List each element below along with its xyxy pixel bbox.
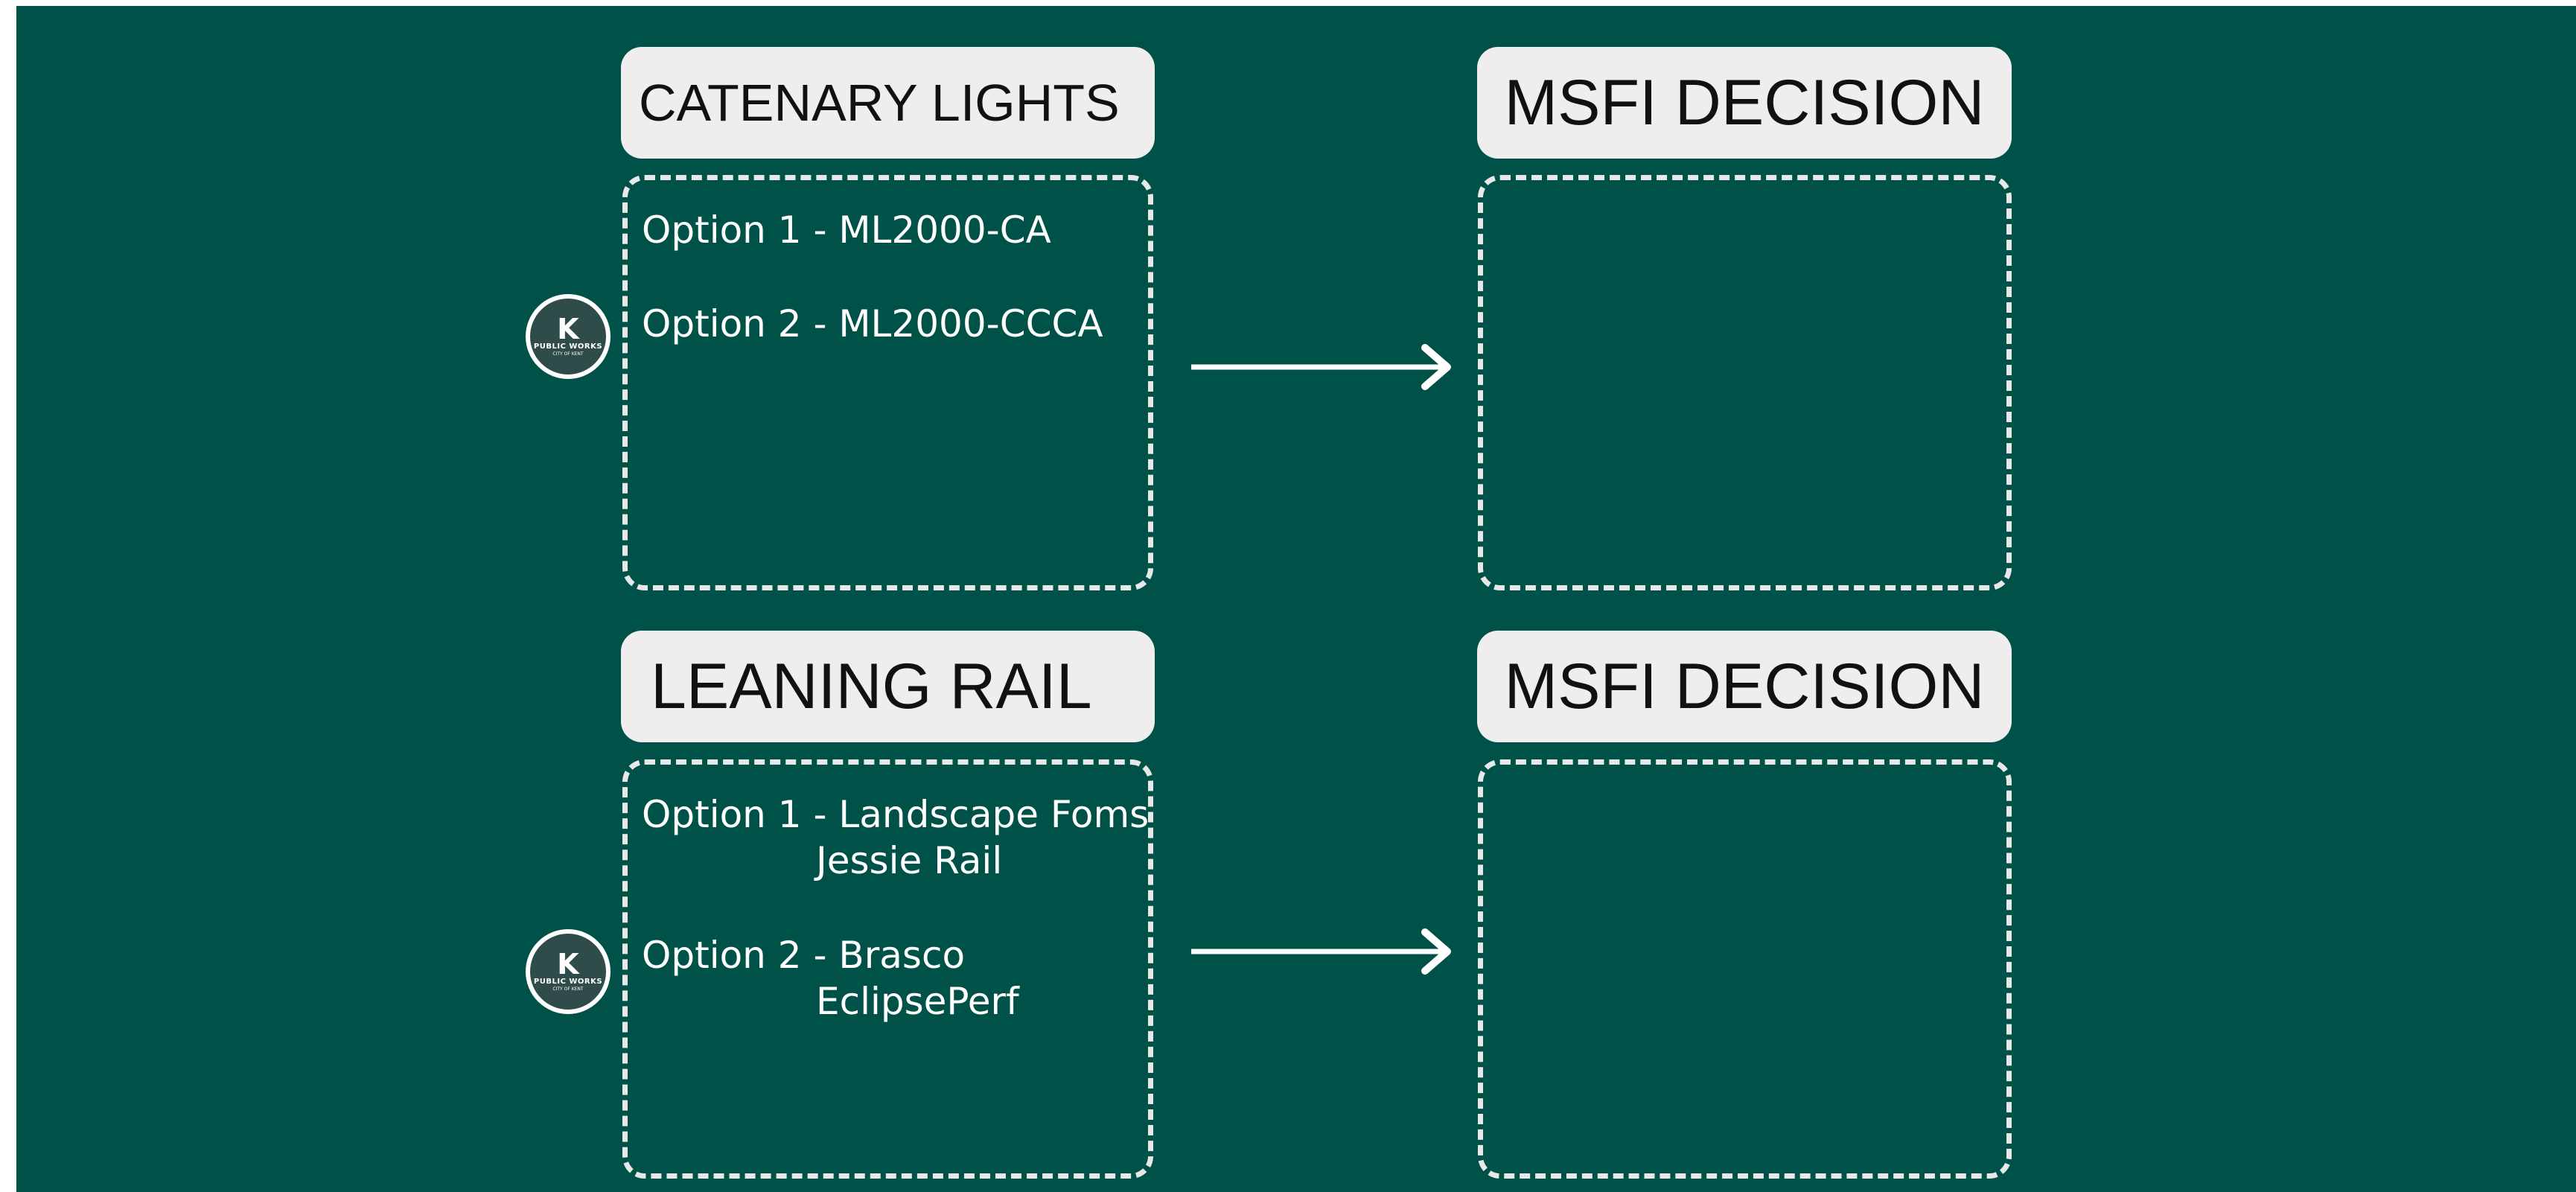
decision-title-1: MSFI DECISION	[1477, 47, 2012, 159]
option-text: Option 1 - ML2000-CA	[642, 208, 1051, 252]
public-works-logo-1: K PUBLIC WORKS CITY OF KENT	[526, 294, 610, 379]
category-title-catenary-lights: CATENARY LIGHTS	[621, 47, 1155, 159]
arrow-right-icon	[1191, 928, 1451, 975]
decision-title-text: MSFI DECISION	[1504, 650, 1985, 722]
option-text-continued: EclipsePerf	[816, 980, 1019, 1023]
option-text: Option 2 - ML2000-CCCA	[642, 302, 1103, 345]
options-box-2	[622, 759, 1153, 1179]
option-text-continued: Jessie Rail	[816, 839, 1003, 882]
category-title-text: CATENARY LIGHTS	[639, 74, 1120, 132]
options-box-1	[622, 175, 1153, 590]
decision-title-2: MSFI DECISION	[1477, 631, 2012, 742]
option-text: Option 1 - Landscape Foms	[642, 793, 1150, 836]
public-works-logo-2: K PUBLIC WORKS CITY OF KENT	[526, 929, 610, 1014]
diagram-canvas: CATENARY LIGHTS MSFI DECISION Option 1 -…	[16, 6, 2576, 1192]
option-2-leaning-rail: Option 2 - Brasco EclipsePerf	[642, 932, 1019, 1024]
option-text: Option 2 - Brasco	[642, 934, 966, 977]
decision-box-2	[1478, 759, 2012, 1179]
option-2-catenary: Option 2 - ML2000-CCCA	[642, 301, 1103, 347]
category-title-leaning-rail: LEANING RAIL	[621, 631, 1155, 742]
decision-title-text: MSFI DECISION	[1504, 66, 1985, 138]
option-1-catenary: Option 1 - ML2000-CA	[642, 207, 1051, 253]
decision-box-1	[1478, 175, 2012, 590]
category-title-text: LEANING RAIL	[651, 650, 1092, 722]
option-1-leaning-rail: Option 1 - Landscape Foms Jessie Rail	[642, 791, 1149, 884]
arrow-right-icon	[1191, 344, 1451, 390]
